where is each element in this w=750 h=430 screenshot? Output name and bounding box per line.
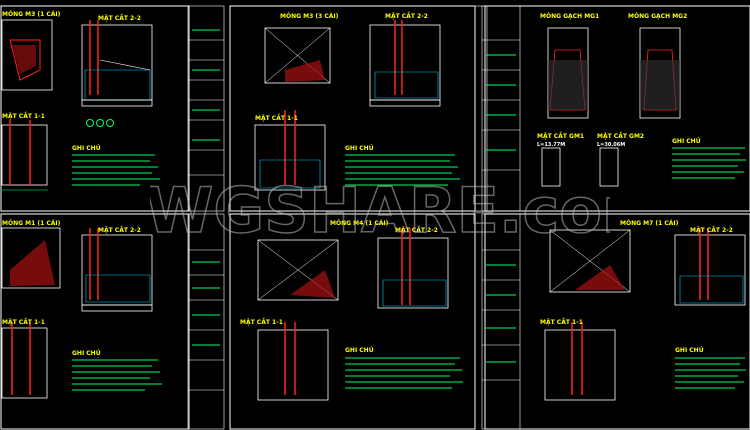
sheet-4-notes-title: GHI CHÚ xyxy=(72,350,101,357)
sheet-3-title-mg1: MÓNG GẠCH MG1 xyxy=(540,13,599,20)
sheet-3-title-mg2: MÓNG GẠCH MG2 xyxy=(628,13,687,20)
sheet-6-title-section-1: MẶT CẮT 1-1 xyxy=(540,318,583,326)
sheet-2 xyxy=(254,20,460,191)
sheet-6 xyxy=(544,228,746,401)
sheet-2-title-section-2: MẶT CẮT 2-2 xyxy=(385,12,428,20)
sheet-5-notes-title: GHI CHÚ xyxy=(345,347,374,354)
sheet-4-title-section-2: MẶT CẮT 2-2 xyxy=(98,226,141,234)
sheet-4-title-plan: MÓNG M1 (1 CÁI) xyxy=(2,220,61,227)
sheet-5-title-section-2: MẶT CẮT 2-2 xyxy=(395,226,438,234)
sheet-3-title-gm2: MẶT CẮT GM2 xyxy=(597,132,644,140)
sheet-6-notes-title: GHI CHÚ xyxy=(675,347,704,354)
sheet-1-title-section-1: MẶT CẮT 1-1 xyxy=(2,112,45,120)
sheet-3-label-gm1: L=13.77M xyxy=(537,142,565,148)
sheet-3-title-gm1: MẶT CẮT GM1 xyxy=(537,132,584,140)
sheet-6-title-plan: MÓNG M7 (1 CÁI) xyxy=(620,220,679,227)
title-block-text-lines xyxy=(192,29,516,363)
sheet-1-title-plan: MÓNG M3 (1 CÁI) xyxy=(2,11,61,18)
sheet-5-title-section-1: MẶT CẮT 1-1 xyxy=(240,318,283,326)
sheet-6-title-section-2: MẶT CẮT 2-2 xyxy=(690,226,733,234)
sheet-4 xyxy=(1,227,162,399)
sheet-3-notes-title: GHI CHÚ xyxy=(672,138,701,145)
sheet-1-notes-title: GHI CHÚ xyxy=(72,145,101,152)
sheet-2-title-plan: MÓNG M3 (3 CÁI) xyxy=(280,13,339,20)
sheet-3-label-gm2: L=30.06M xyxy=(597,142,625,148)
sheet-1-title-section-2: MẶT CẮT 2-2 xyxy=(98,14,141,22)
sheet-2-title-section-1: MẶT CẮT 1-1 xyxy=(255,114,298,122)
sheet-2-notes-title: GHI CHÚ xyxy=(345,145,374,152)
sheet-5-title-plan: MÓNG M4 (1 CÁI) xyxy=(330,220,389,227)
sheet-3 xyxy=(541,27,746,187)
sheet-1 xyxy=(1,19,160,191)
sheet-4-title-section-1: MẶT CẮT 1-1 xyxy=(2,318,45,326)
sheet-frames xyxy=(0,5,750,430)
title-blocks xyxy=(187,5,521,430)
sheet-5 xyxy=(257,228,463,401)
